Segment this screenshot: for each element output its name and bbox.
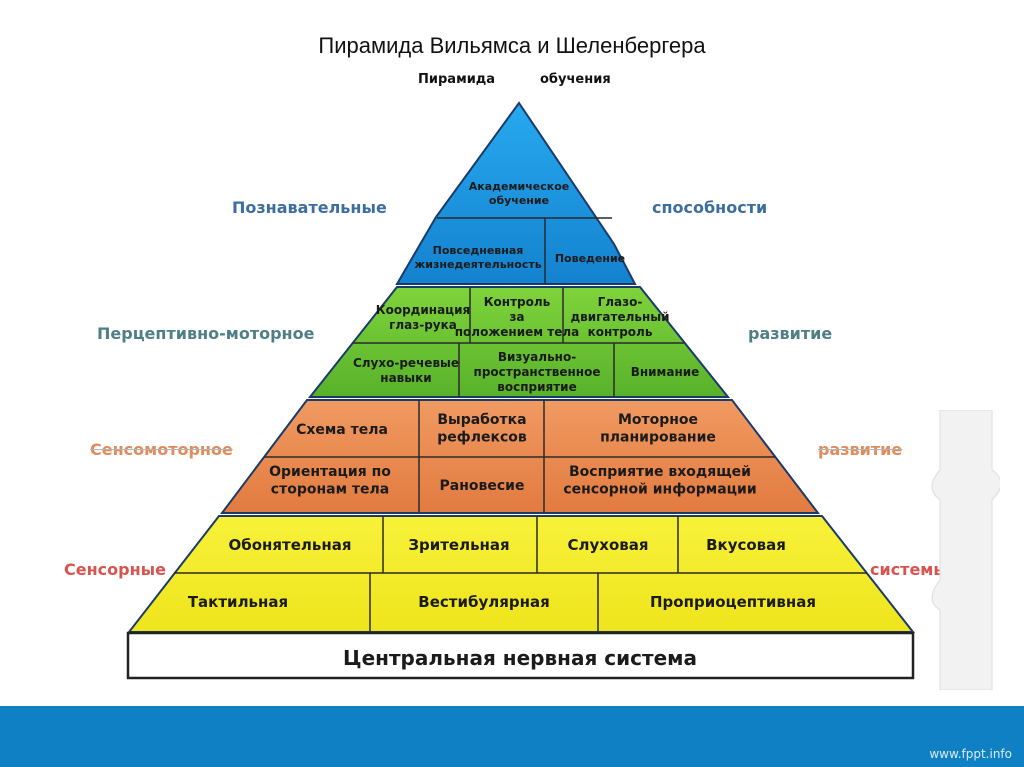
cell-proprioceptive: Проприоцептивная (650, 593, 816, 611)
cell-balance: Ра­новесие (440, 478, 525, 494)
sensory-left-label: Сенсорные (64, 560, 166, 579)
cognitive-left-label: Познавательные (232, 198, 387, 217)
cell-tactile: Тактильная (188, 593, 288, 611)
cognitive-right-label: способности (652, 198, 768, 217)
sensorimotor-right-label: развитие (818, 440, 903, 459)
header-label-left: Пирамида (418, 72, 496, 87)
slide-title: Пирамида Вильямса и Шеленбергера (318, 33, 706, 58)
cell-auditory: Слуховая (568, 536, 649, 554)
cell-body-schema: Схема тела (296, 422, 388, 438)
green-tier-band (307, 286, 731, 398)
blue-tier-band (395, 101, 637, 285)
cell-behavior: Поведение (555, 252, 625, 265)
cell-visual: Зрительная (408, 536, 509, 554)
base-band (126, 631, 915, 680)
footer-bar: www.fppt.info (0, 706, 1024, 767)
sensorimotor-left-label: Сенсомоторное (90, 440, 233, 459)
perceptual-left-label: Перцептивно-моторное (97, 324, 315, 343)
puzzle-piece-decoration (931, 410, 1000, 690)
cell-olfactory: Обонятельная (229, 536, 352, 554)
base-central-nervous-system: Центральная нервная система (343, 646, 697, 670)
footer-url: www.fppt.info (929, 747, 1012, 761)
perceptual-right-label: развитие (748, 324, 833, 343)
yellow-tier-band (126, 515, 916, 633)
cell-gustatory: Вкусовая (706, 536, 786, 554)
header-label-right: обучения (540, 72, 611, 87)
sensory-right-label: системы (870, 560, 948, 579)
cell-vestibular: Вестибулярная (418, 593, 549, 611)
cell-attention: Внимание (631, 365, 700, 379)
